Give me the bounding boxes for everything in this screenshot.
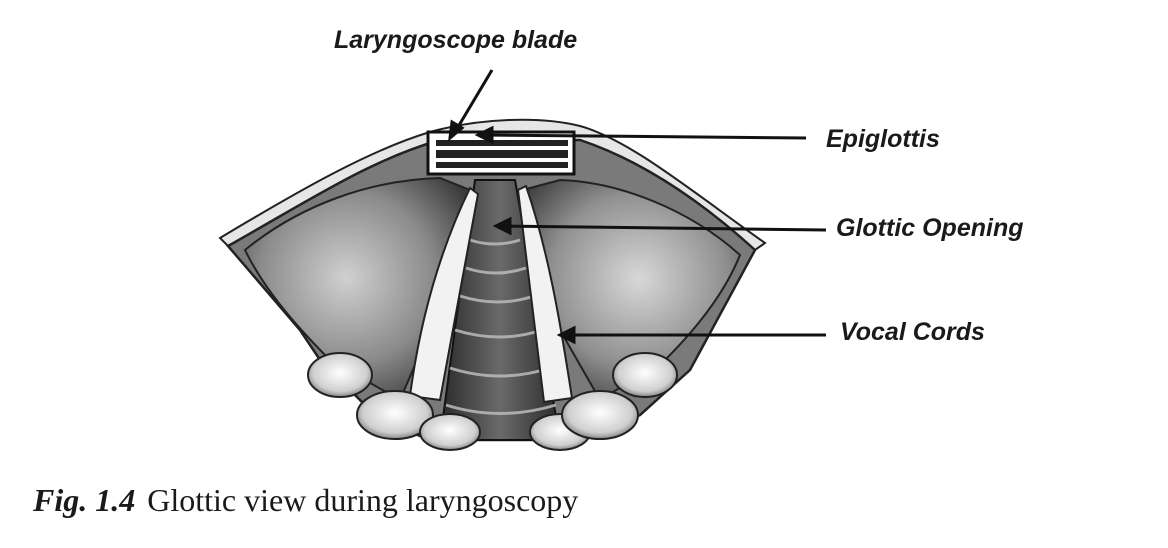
label-laryngoscope-blade: Laryngoscope blade xyxy=(334,26,578,54)
left-aryepiglottic-fold xyxy=(243,176,472,402)
caption-text: Glottic view during laryngoscopy xyxy=(147,482,579,518)
epiglottis xyxy=(436,140,568,168)
label-glottic-opening: Glottic Opening xyxy=(836,214,1024,242)
leader-line-blade xyxy=(453,69,494,133)
figure-number: Fig. 1.4 xyxy=(33,482,136,518)
label-vocal-cords: Vocal Cords xyxy=(840,318,985,346)
glottis-illustration xyxy=(218,69,827,451)
arytenoid-bumps xyxy=(307,352,678,451)
leader-line-glottic-opening xyxy=(499,224,827,232)
leader-line-epiglottis xyxy=(481,133,807,140)
figure-caption: Fig. 1.4 Glottic view during laryngoscopy xyxy=(33,482,578,519)
tracheal-rings xyxy=(445,238,557,415)
leader-lines xyxy=(448,69,827,345)
right-aryepiglottic-fold xyxy=(513,178,742,402)
label-epiglottis: Epiglottis xyxy=(826,125,940,153)
right-vocal-cord xyxy=(516,184,574,404)
